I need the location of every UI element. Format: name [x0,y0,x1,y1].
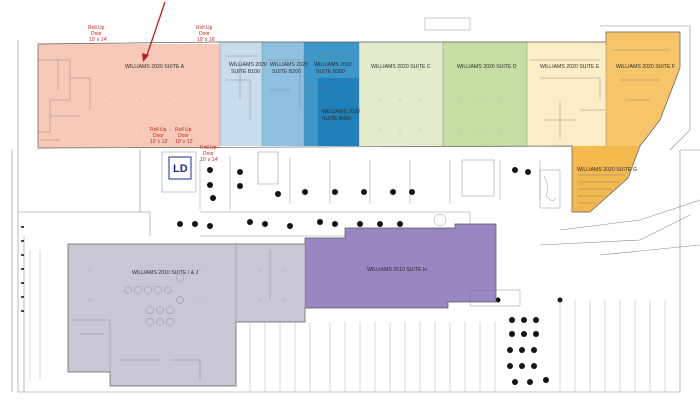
door-5-line1: Roll Up [200,145,217,151]
suite-c-label: WILLIAMS 2020 SUITE C [371,64,431,70]
suite-b400-label-line1: WILLIAMS 2020 [322,109,360,115]
door-3-line3: 10' x 12' [150,139,168,145]
suite-g-area[interactable] [572,146,640,212]
door-4-line2: Door [178,133,189,139]
door-2-line1: Roll Up [196,25,213,31]
door-3-line1: Roll Up [150,127,167,133]
door-4-line3: 10' x 12' [175,139,193,145]
building-2020 [37,31,681,213]
suite-c-area[interactable] [359,42,443,146]
suite-ij-area[interactable] [68,244,305,386]
door-1-line2: Door [91,31,102,37]
suite-g-label: WILLIAMS 2020 SUITE G [577,167,637,173]
mid-parking: LD [161,151,561,237]
suite-b300-label-line1: WILLIAMS 2020 [314,62,352,68]
suite-b100-area[interactable] [220,42,262,146]
roll-up-door-5: Roll Up Door 10' x 14' [200,145,218,163]
roll-up-door-2: Roll Up Door 10' x 16' [196,25,215,43]
suite-b200-area[interactable] [262,42,304,146]
suite-f-area[interactable] [606,32,680,146]
door-4-line1: Roll Up [175,127,192,133]
arrow-pointer [142,1,166,62]
building-2010 [67,223,521,387]
suite-a-area[interactable] [38,44,220,148]
suite-b300-label-line2: SUITE B300 [316,69,345,75]
door-2-line3: 10' x 16' [197,37,215,43]
suite-b400-area[interactable] [318,78,359,146]
suite-d-label: WILLIAMS 2020 SUITE D [457,64,517,70]
roll-up-door-4: Roll Up Door 10' x 12' [175,127,193,145]
suite-b100-label-line2: SUITE B100 [231,69,260,75]
door-5-line3: 10' x 14' [200,157,218,163]
left-markers [21,226,24,312]
suite-a-label: WILLIAMS 2020 SUITE A [125,64,185,70]
suite-e-label: WILLIAMS 2020 SUITE E [540,64,600,70]
suite-b200-label-line1: WILLIAMS 2020 [270,62,308,68]
suite-h-label: WILLIAMS 2010 SUITE H [367,267,427,273]
suite-h-area[interactable] [305,224,496,308]
door-1-line1: Roll Up [88,25,105,31]
door-1-line3: 10' x 14' [89,37,107,43]
roll-up-door-3: Roll Up Door 10' x 12' [150,127,168,145]
suite-b100-label-line1: WILLIAMS 2020 [229,62,267,68]
roll-up-door-1: Roll Up Door 10' x 14' [88,25,107,43]
trees [177,167,563,385]
ld-label: LD [173,163,188,175]
suite-b200-label-line2: SUITE B200 [272,69,301,75]
suite-e-area[interactable] [527,42,606,146]
suite-ij-label: WILLIAMS 2010 SUITE I & J [132,270,199,276]
suite-b400-label-line2: SUITE B400 [322,116,351,122]
suite-f-label: WILLIAMS 2020 SUITE F [616,64,675,70]
parking-stripes [29,250,666,392]
door-3-line2: Door [153,133,164,139]
door-2-line2: Door [199,31,210,37]
suite-d-area[interactable] [443,42,527,146]
site-outline [11,17,700,393]
door-5-line2: Door [203,151,214,157]
